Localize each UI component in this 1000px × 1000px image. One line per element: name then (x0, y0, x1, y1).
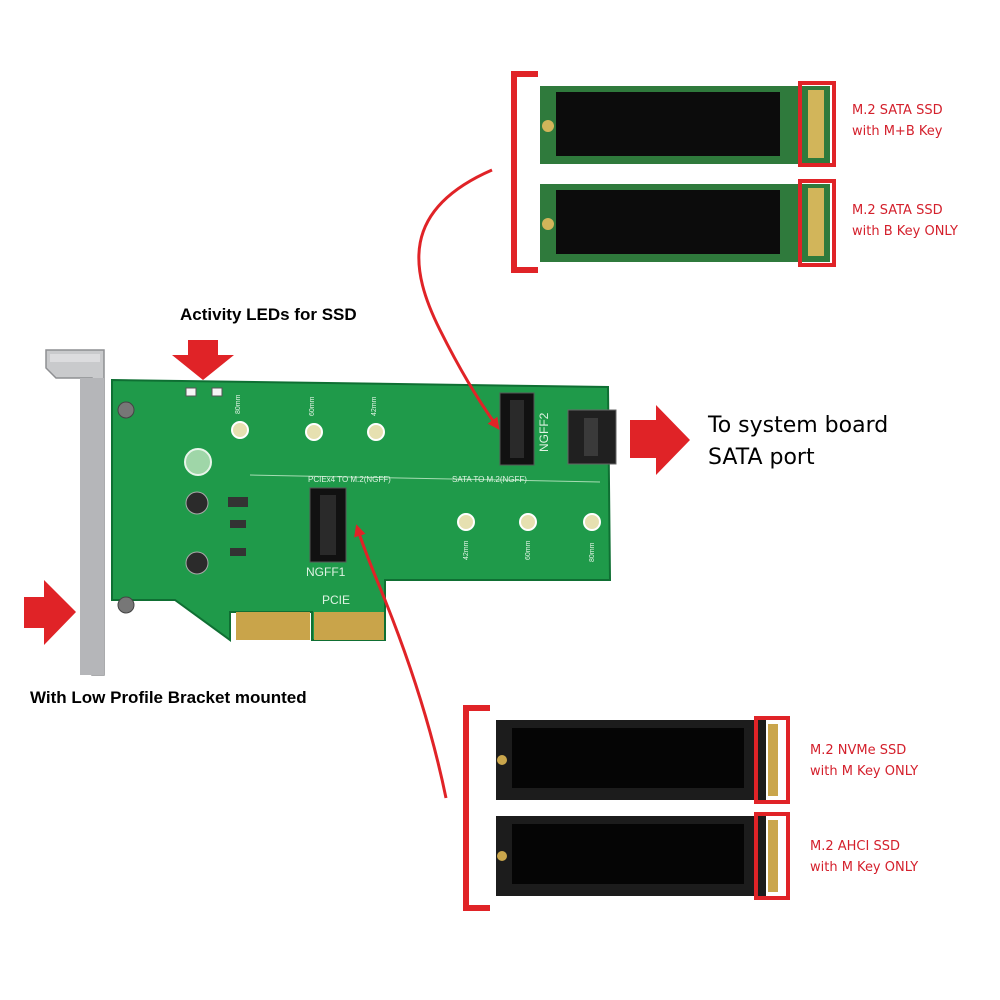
pcb-mark-60-bottom: 60mm (525, 540, 532, 560)
ssd-ahci (496, 816, 778, 896)
caption-system-port: To system board SATA port (708, 410, 888, 474)
label-nvme-line1: M.2 NVMe SSD (810, 743, 907, 758)
key-box-nvme (754, 716, 790, 804)
label-nvme-line2: with M Key ONLY (810, 764, 919, 779)
label-sata-mb-line2: with M+B Key (852, 124, 943, 139)
label-sata-mb-line1: M.2 SATA SSD (852, 103, 943, 118)
label-sata-b: M.2 SATA SSD with B Key ONLY (852, 200, 958, 242)
pcb-label-pcie-to-m2: PCIEx4 TO M.2(NGFF) (308, 475, 391, 484)
label-sata-b-line1: M.2 SATA SSD (852, 203, 943, 218)
caption-system-port-line1: To system board (708, 413, 889, 438)
key-box-ahci (754, 812, 790, 900)
pcb-mark-42-top: 42mm (371, 396, 378, 416)
bracket-sata-group (511, 71, 538, 273)
label-ahci-line1: M.2 AHCI SSD (810, 839, 900, 854)
label-sata-b-line2: with B Key ONLY (852, 224, 958, 239)
label-ahci: M.2 AHCI SSD with M Key ONLY (810, 836, 918, 878)
pcb-mark-80-top: 80mm (235, 394, 242, 414)
caption-bracket: With Low Profile Bracket mounted (30, 688, 307, 707)
pcb-mark-42-bottom: 42mm (463, 540, 470, 560)
pcb-board (111, 378, 617, 642)
key-box-sata-mb (798, 81, 836, 167)
label-nvme: M.2 NVMe SSD with M Key ONLY (810, 740, 918, 782)
pcb-mark-60-top: 60mm (309, 396, 316, 416)
pcb-mark-80-bottom: 80mm (589, 542, 596, 562)
sata-connector (567, 409, 617, 465)
pcie-gold-fingers (236, 612, 384, 640)
pcb-label-ngff1: NGFF1 (306, 565, 346, 579)
label-ahci-line2: with M Key ONLY (810, 860, 919, 875)
arrow-right-icon-bracket (24, 580, 76, 645)
ngff2-slot (499, 392, 535, 466)
arrow-right-icon-sata (630, 405, 690, 475)
label-sata-mb: M.2 SATA SSD with M+B Key (852, 100, 943, 142)
pcb-label-ngff2: NGFF2 (537, 412, 551, 452)
low-profile-bracket (45, 349, 105, 676)
activity-led-group (185, 387, 223, 397)
ngff1-slot (309, 487, 347, 563)
pcb-label-pcie: PCIE (322, 593, 350, 607)
arrow-down-icon (172, 340, 234, 380)
caption-activity-leds: Activity LEDs for SSD (180, 305, 357, 324)
caption-system-port-line2: SATA port (708, 445, 815, 470)
bracket-nvme-group (463, 705, 490, 911)
ssd-sata-b (540, 184, 830, 262)
pointer-to-ngff1 (354, 524, 448, 799)
ssd-sata-mb (540, 86, 830, 164)
key-box-sata-b (798, 179, 836, 267)
pointer-to-ngff2 (417, 168, 500, 430)
ssd-nvme (496, 720, 778, 800)
pcb-label-sata-to-m2: SATA TO M.2(NGFF) (452, 475, 527, 484)
